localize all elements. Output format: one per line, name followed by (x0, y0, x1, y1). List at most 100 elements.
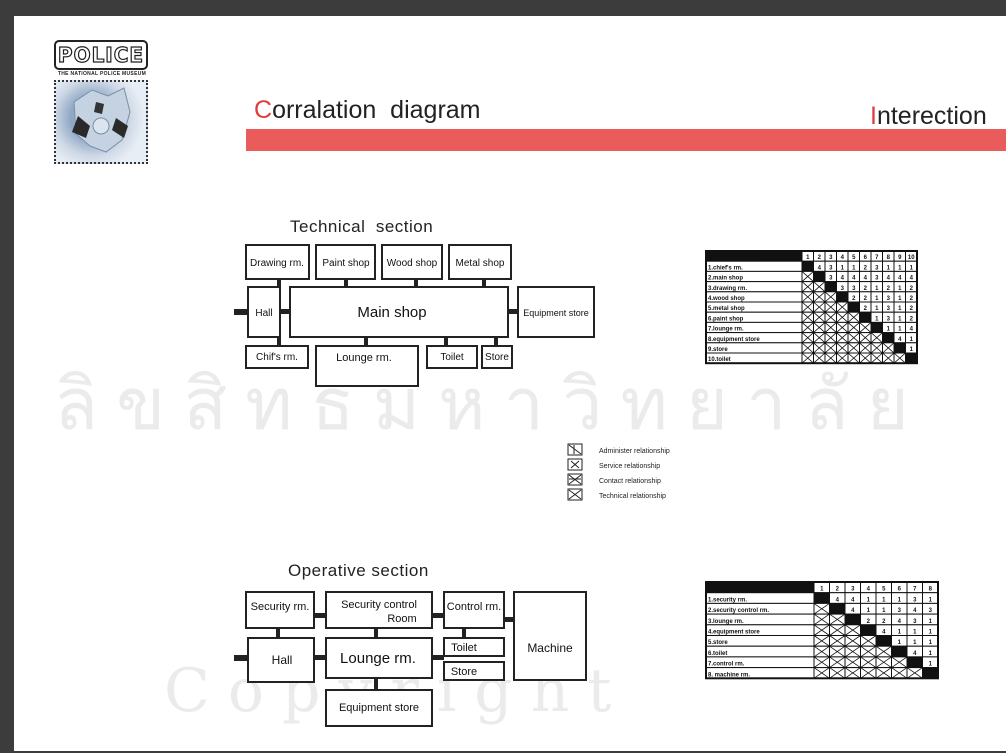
op-matrix-hatch (829, 613, 846, 626)
tech-matrix-value: 1 (910, 347, 914, 353)
room-security (245, 591, 315, 629)
tech-matrix-hatch (813, 322, 826, 333)
tech-matrix-hatch (847, 332, 860, 344)
label-hall: Hall (255, 308, 272, 319)
op-matrix-value: 1 (929, 640, 933, 646)
room-metal-shop (448, 244, 512, 280)
op-matrix-col-number: 4 (867, 587, 871, 593)
tech-matrix-value: 1 (875, 286, 879, 292)
label-store-op: Store (451, 666, 477, 678)
tech-matrix-value: 3 (829, 265, 833, 271)
tech-matrix-value: 1 (841, 265, 845, 271)
tech-matrix-diagonal-cell (882, 332, 895, 344)
tech-matrix-value: 2 (852, 296, 856, 302)
op-matrix-hatch (813, 645, 830, 658)
tech-matrix-row-label: 9.store (708, 347, 728, 353)
tech-matrix-value: 4 (887, 276, 891, 282)
tech-matrix-row-label: 10.toilet (708, 357, 731, 363)
label-chief: Chif's rm. (256, 352, 298, 363)
op-matrix-hatch (813, 635, 830, 647)
tech-matrix-hatch (801, 301, 814, 313)
tech-matrix-hatch (801, 311, 814, 323)
op-matrix-frame (705, 581, 939, 680)
tech-matrix-value: 3 (829, 276, 833, 282)
tech-matrix-col-number: 4 (841, 255, 845, 261)
legend-service: Service relationship (599, 463, 660, 470)
label-sec-control-2: Room (387, 613, 416, 625)
op-matrix-row-label: 5.store (708, 640, 728, 646)
tech-matrix-col-number: 8 (887, 255, 891, 261)
op-matrix-header-label: Operative section (709, 587, 760, 593)
label-hall-op: Hall (272, 653, 293, 667)
tech-matrix-hatch (836, 311, 849, 323)
legend-technical: Technical relationship (599, 493, 666, 500)
op-matrix-hatch (875, 667, 892, 679)
tech-matrix-hatch (813, 352, 826, 364)
tech-matrix-frame (705, 250, 918, 365)
op-matrix-hatch (906, 667, 923, 679)
technical-labels: Drawing rm. Paint shop Wood shop Metal s… (250, 258, 589, 364)
legend-administer: Administer relationship (599, 448, 670, 455)
op-matrix-row-label: 8. machine rm. (708, 672, 750, 678)
tech-matrix-hatch (859, 352, 872, 364)
relationship-legend: Administer relationship Service relation… (567, 443, 670, 501)
tech-matrix-hatch (836, 322, 849, 333)
tech-matrix-hatch (801, 271, 814, 282)
emblem-icon (54, 80, 148, 164)
op-matrix-value: 1 (867, 608, 871, 614)
room-chief (245, 345, 309, 369)
tech-matrix-row-label: 2.main shop (708, 276, 743, 282)
op-matrix-hatch (860, 635, 877, 647)
op-matrix-hatch (860, 667, 877, 679)
tech-matrix-row-label: 1.chief's rm. (708, 265, 743, 271)
room-control (443, 591, 505, 629)
op-matrix-col-number: 1 (820, 587, 824, 593)
op-matrix-value: 1 (913, 630, 917, 636)
tech-matrix-value: 1 (887, 327, 891, 333)
tech-matrix-hatch (870, 342, 883, 354)
op-matrix-diagonal-cell (860, 624, 877, 636)
operative-labels: Security rm. Security control Room Contr… (251, 599, 573, 714)
room-machine (513, 591, 587, 681)
op-matrix-value: 1 (929, 597, 933, 603)
tech-matrix-value: 1 (875, 316, 879, 322)
op-matrix-hatch (813, 667, 830, 679)
tech-matrix-col-number: 3 (829, 255, 833, 261)
op-matrix-row-label: 4.equipment store (708, 630, 760, 636)
tech-matrix-hatch (847, 342, 860, 354)
label-metal: Metal shop (456, 258, 505, 269)
tech-matrix-value: 2 (910, 286, 914, 292)
title-left-rest: orralation diagram (272, 96, 481, 124)
logo-word: POLICE (54, 40, 148, 70)
room-store (481, 345, 513, 369)
tech-matrix-value: 2 (910, 296, 914, 302)
tech-matrix-value: 3 (887, 296, 891, 302)
op-matrix-hatch (829, 656, 846, 668)
op-matrix-hatch (813, 656, 830, 668)
tech-matrix-value: 1 (898, 286, 902, 292)
tech-matrix-row-label: 5.metal shop (708, 306, 745, 312)
tech-matrix-value: 2 (910, 316, 914, 322)
label-lounge: Lounge rm. (336, 352, 392, 364)
room-equipment-store (517, 286, 595, 338)
op-matrix-value: 4 (836, 597, 840, 603)
op-matrix-value: 2 (882, 619, 886, 625)
tech-matrix-diagonal-cell (801, 260, 814, 272)
tech-matrix-value: 3 (887, 306, 891, 312)
tech-matrix-col-number: 10 (908, 255, 915, 261)
op-matrix-row-label: 3.lounge rm. (708, 619, 744, 625)
room-paint-shop (315, 244, 376, 280)
label-paint: Paint shop (322, 258, 370, 269)
op-matrix-header (706, 582, 814, 593)
op-matrix-hatch (860, 656, 877, 668)
police-museum-logo: POLICE THE NATIONAL POLICE MUSEUM (54, 40, 150, 166)
tech-matrix-value: 4 (910, 276, 914, 282)
tech-matrix-value: 1 (910, 265, 914, 271)
op-matrix-diagonal-cell (829, 602, 846, 615)
tech-matrix-hatch (847, 352, 860, 364)
tech-matrix-value: 4 (852, 276, 856, 282)
op-matrix-row-label: 6.toilet (708, 651, 727, 657)
op-matrix-hatch (813, 603, 830, 615)
tech-matrix-col-number: 7 (875, 255, 879, 261)
